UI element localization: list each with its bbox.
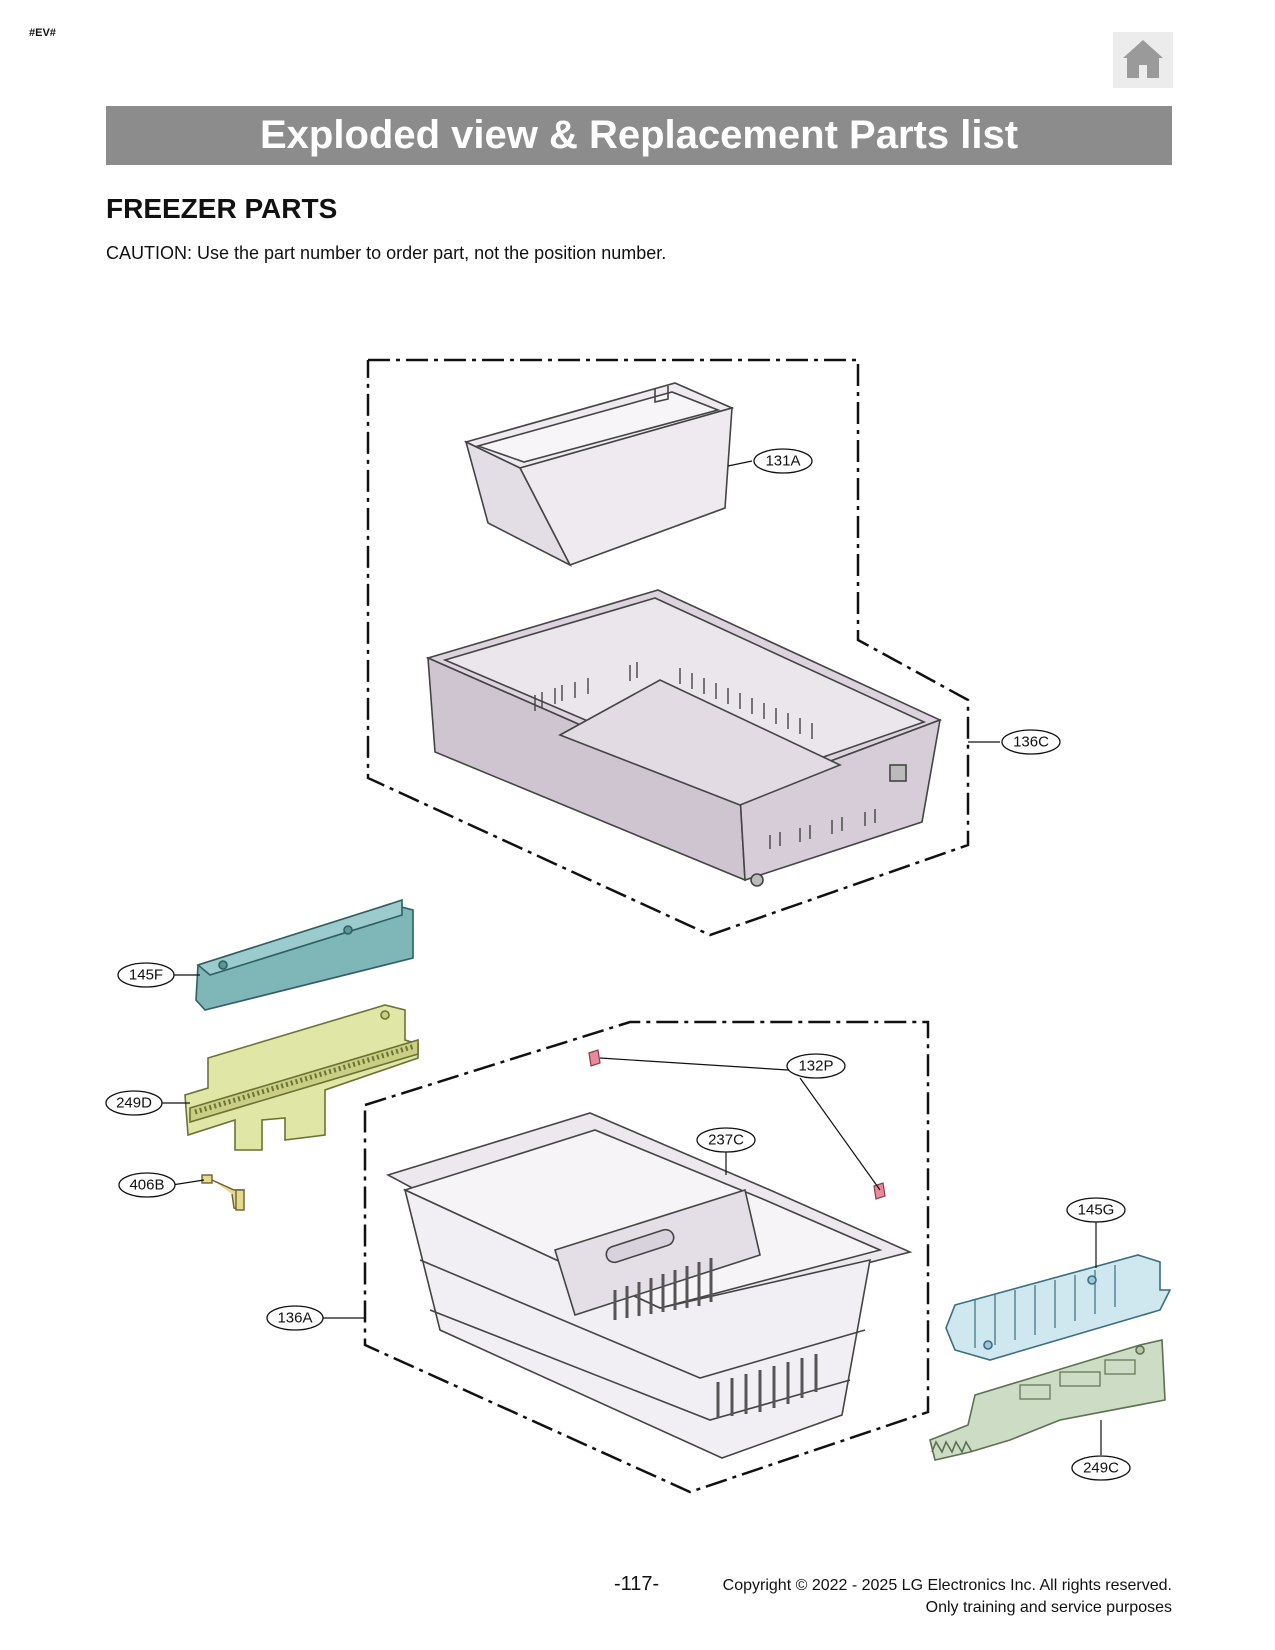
callout-label-249C: 249C <box>1083 1460 1119 1477</box>
banner-title: Exploded view & Replacement Parts list <box>106 106 1172 165</box>
leader-132P-b <box>799 1077 881 1191</box>
part-249C-rail <box>929 1339 1166 1461</box>
leader-131A <box>727 460 753 467</box>
callout-132P <box>786 1053 846 1079</box>
part-132P-stoppers <box>588 1049 886 1200</box>
callout-406B <box>118 1172 176 1198</box>
usage-note: Only training and service purposes <box>925 1599 1172 1616</box>
leader-406B <box>171 1179 205 1186</box>
callout-249D <box>105 1090 163 1116</box>
callout-label-145G: 145G <box>1078 1202 1115 1219</box>
caution-note: CAUTION: Use the part number to order pa… <box>106 243 667 263</box>
callout-label-131A: 131A <box>765 453 800 470</box>
lower-group-boundary <box>363 1020 930 1494</box>
callout-label-132P: 132P <box>798 1058 833 1075</box>
callout-131A <box>753 448 813 474</box>
part-136A-basket <box>385 1112 913 1459</box>
callout-145F <box>117 962 175 988</box>
callout-label-406B: 406B <box>129 1177 164 1194</box>
home-icon <box>1123 40 1163 78</box>
copyright-text: Copyright © 2022 - 2025 LG Electronics I… <box>722 1577 1172 1594</box>
callout-237C <box>696 1127 756 1153</box>
part-249D-rail <box>184 1004 419 1151</box>
callout-136C <box>1001 729 1061 755</box>
page-number: -117- <box>614 1573 660 1595</box>
upper-group-boundary <box>366 358 970 937</box>
leader-132P-a <box>599 1057 789 1071</box>
document-tag: #EV# <box>29 27 56 39</box>
copyright-block: Copyright © 2022 - 2025 LG Electronics I… <box>723 1575 1172 1619</box>
callout-label-145F: 145F <box>129 967 163 984</box>
callout-label-249D: 249D <box>116 1095 152 1112</box>
callout-label-237C: 237C <box>708 1132 744 1149</box>
callout-145G <box>1066 1197 1126 1223</box>
callout-label-136A: 136A <box>277 1310 312 1327</box>
callout-249C <box>1071 1455 1131 1481</box>
section-title: FREEZER PARTS <box>106 193 338 224</box>
part-145G-rail <box>945 1254 1172 1361</box>
part-136C-drawer <box>425 589 943 887</box>
part-145F-rail <box>195 898 414 1011</box>
callout-136A <box>266 1305 324 1331</box>
callout-label-136C: 136C <box>1013 734 1049 751</box>
part-131A-bin <box>463 382 735 567</box>
part-406B-switch <box>201 1174 245 1211</box>
home-button[interactable] <box>1113 32 1173 88</box>
